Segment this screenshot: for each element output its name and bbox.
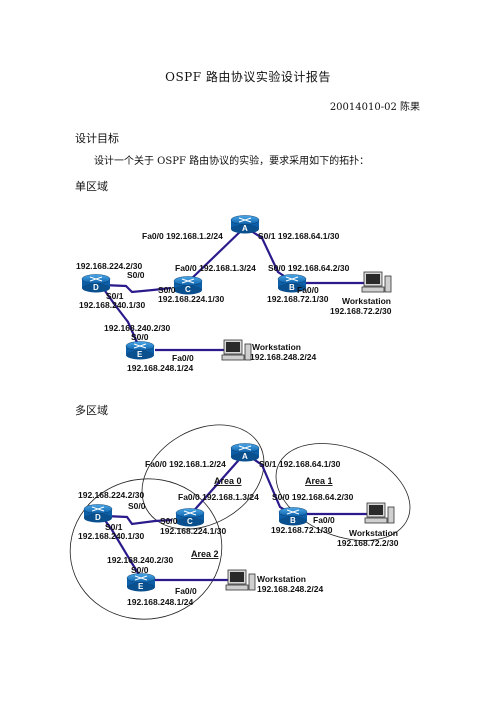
label-ws2-ip: 192.168.248.2/24	[250, 352, 316, 362]
label-ws1: Workstation	[342, 296, 391, 306]
label-d-s01: S0/1	[105, 522, 123, 532]
page-title: OSPF 路由协议实验设计报告	[165, 70, 331, 84]
label-ws1-ip: 192.168.72.2/30	[330, 306, 392, 316]
label-e-s00: S0/0	[131, 565, 149, 575]
label-c-s00-ip: 192.168.224.1/30	[160, 526, 226, 536]
label-ws1: Workstation	[349, 528, 398, 538]
author-line: 20014010-02 陈果	[329, 102, 420, 113]
router-e: E	[125, 341, 155, 360]
label-b-fa0: Fa0/0	[297, 285, 319, 295]
label-a-fa0: Fa0/0 192.168.1.2/24	[145, 459, 226, 469]
label-d-s01: S0/1	[106, 291, 124, 301]
label-d-s00-ip: 192.168.224.2/30	[78, 490, 144, 500]
workstation-icon	[361, 271, 392, 293]
svg-text:A: A	[242, 224, 248, 233]
single-area-diagram: A C D B E Fa0/0 192.168.1.2/24 S0/1 192.…	[76, 215, 392, 373]
label-e-fa0: Fa0/0	[175, 586, 197, 596]
goal-text: 设计一个关于 OSPF 路由协议的实验，要求采用如下的拓扑：	[94, 156, 370, 167]
router-a: A	[230, 443, 260, 462]
svg-text:D: D	[93, 283, 99, 292]
label-d-s00-ip: 192.168.224.2/30	[76, 261, 142, 271]
link-d-c	[102, 283, 172, 294]
router-b: B	[277, 274, 307, 293]
area-1-label: Area 1	[305, 476, 333, 486]
label-a-fa0: Fa0/0 192.168.1.2/24	[142, 231, 223, 241]
label-e-s00-ip: 192.168.240.2/30	[107, 555, 173, 565]
link-a-c	[189, 452, 246, 516]
goal-heading: 设计目标	[75, 132, 119, 145]
workstation-icon	[221, 339, 252, 361]
single-area-heading: 单区域	[75, 180, 108, 193]
label-ws2: Workstation	[257, 574, 306, 584]
label-ws1-ip: 192.168.72.2/30	[337, 538, 399, 548]
router-e: E	[126, 573, 156, 592]
svg-text:D: D	[95, 513, 101, 522]
label-b-fa0-ip: 192.168.72.1/30	[271, 525, 333, 535]
svg-text:C: C	[185, 285, 191, 294]
router-a: A	[230, 215, 260, 234]
link-d-e	[103, 518, 142, 579]
svg-text:E: E	[137, 350, 143, 359]
label-c-s00-ip: 192.168.224.1/30	[158, 294, 224, 304]
area-2-boundary	[69, 478, 223, 620]
link-d-c	[104, 514, 173, 526]
link-a-c	[187, 226, 246, 283]
area-0-boundary	[141, 424, 265, 530]
label-e-fa0-ip: 192.168.248.1/24	[127, 597, 193, 607]
label-e-s00: S0/0	[131, 332, 149, 342]
workstation-icon	[364, 502, 395, 524]
label-b-s00: S0/0 192.168.64.2/30	[268, 263, 350, 273]
label-e-s00-ip: 192.168.240.2/30	[104, 323, 170, 333]
svg-text:B: B	[289, 283, 295, 292]
label-b-fa0-ip: 192.168.72.1/30	[267, 294, 329, 304]
label-e-fa0: Fa0/0	[172, 353, 194, 363]
label-d-s00: S0/0	[128, 501, 146, 511]
svg-text:A: A	[242, 452, 248, 461]
label-c-s00: S0/0	[160, 516, 178, 526]
svg-text:C: C	[187, 517, 193, 526]
label-b-fa0: Fa0/0	[313, 515, 335, 525]
label-a-s01: S0/1 192.168.64.1/30	[259, 459, 341, 469]
label-c-fa0: Fa0/0 192.168.1.3/24	[178, 492, 259, 502]
router-d: D	[83, 504, 113, 523]
label-c-fa0: Fa0/0 192.168.1.3/24	[175, 263, 256, 273]
multi-area-heading: 多区域	[75, 404, 108, 417]
label-ws2-ip: 192.168.248.2/24	[257, 584, 323, 594]
router-d: D	[81, 274, 111, 293]
router-c: C	[175, 508, 205, 527]
svg-text:B: B	[290, 516, 296, 525]
area-1-boundary	[275, 443, 411, 541]
multi-area-diagram: A C D B E Fa0/0 192.168.1.2/24 S0/1 192.…	[69, 424, 411, 620]
label-ws2: Workstation	[252, 342, 301, 352]
label-d-s00: S0/0	[127, 270, 145, 280]
label-d-s01-ip: 192.168.240.1/30	[79, 300, 145, 310]
label-d-s01-ip: 192.168.240.1/30	[78, 531, 144, 541]
svg-text:E: E	[138, 582, 144, 591]
label-c-s00: S0/0	[158, 285, 176, 295]
label-b-s00: S0/0 192.168.64.2/30	[272, 492, 354, 502]
router-b: B	[278, 507, 308, 526]
link-d-e	[102, 287, 141, 348]
workstation-icon	[225, 569, 256, 591]
area-2-label: Area 2	[191, 549, 219, 559]
area-0-label: Area 0	[214, 476, 242, 486]
router-c: C	[173, 276, 203, 295]
label-a-s01: S0/1 192.168.64.1/30	[258, 231, 340, 241]
label-e-fa0-ip: 192.168.248.1/24	[127, 363, 193, 373]
